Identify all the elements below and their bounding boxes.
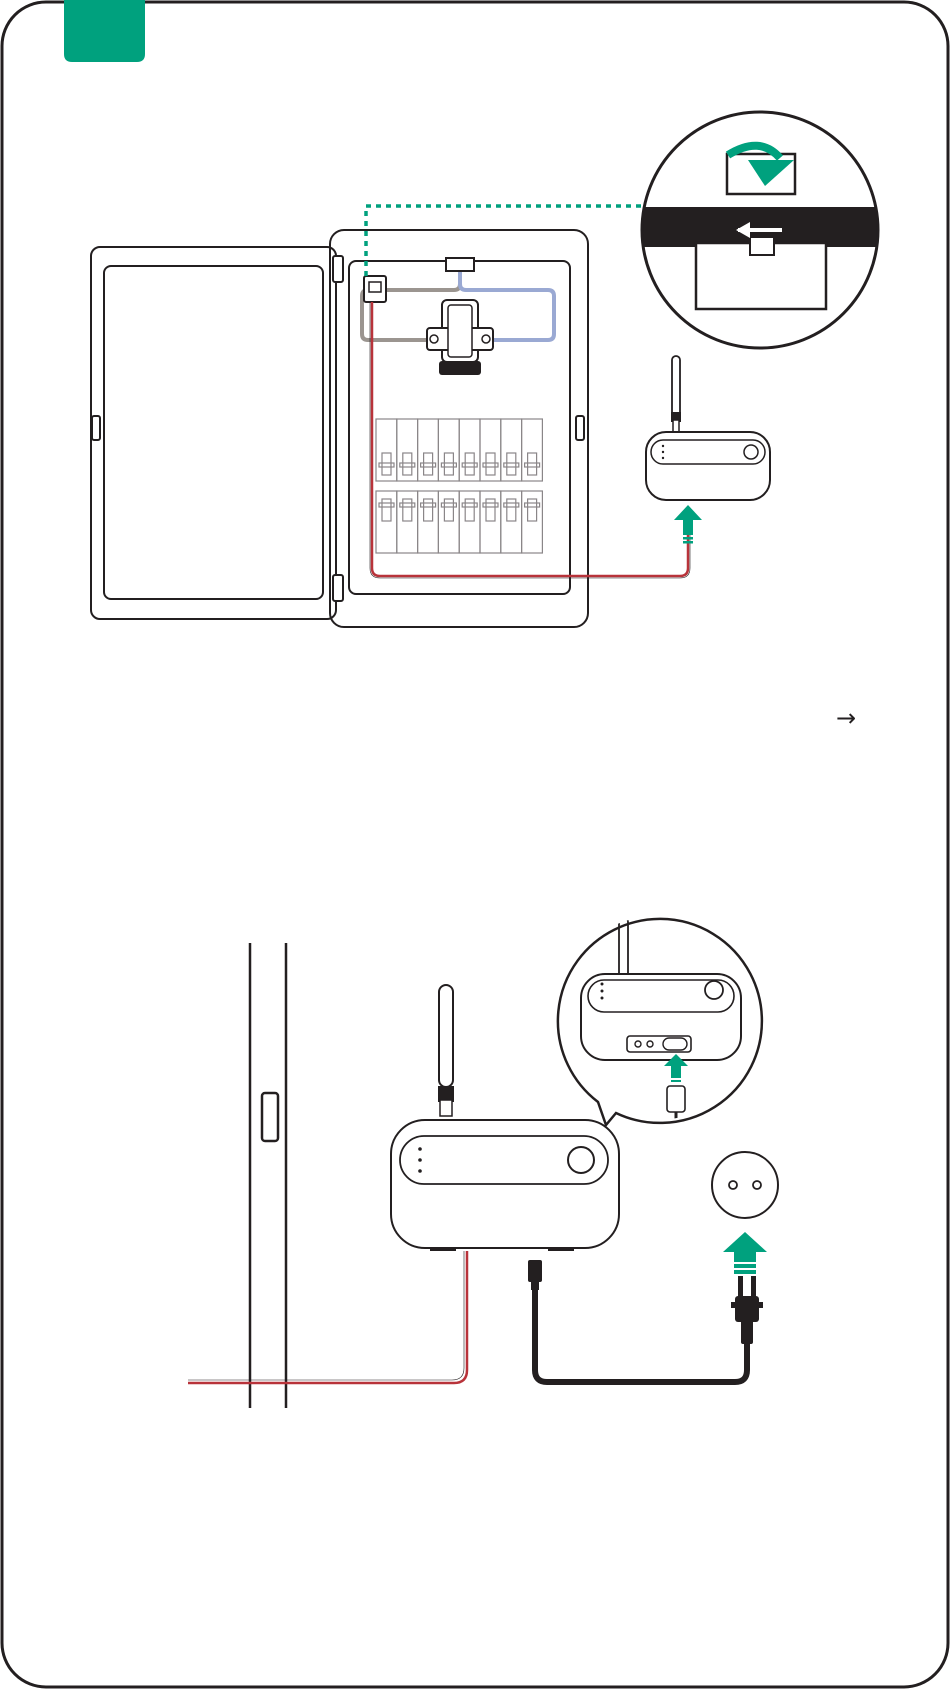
breaker-switch xyxy=(486,499,495,521)
breaker xyxy=(376,419,397,481)
breaker xyxy=(438,419,459,481)
signal-wire-panel xyxy=(372,302,688,576)
breaker xyxy=(397,491,418,553)
clamp-small xyxy=(364,276,386,302)
breaker xyxy=(501,491,522,553)
breaker-toggle xyxy=(462,463,477,467)
breaker-switch xyxy=(507,499,516,521)
wall-edge xyxy=(250,943,286,1408)
breaker-switch xyxy=(403,499,412,521)
antenna xyxy=(438,985,454,1116)
breaker-toggle xyxy=(400,463,415,467)
wall-outlet xyxy=(712,1152,778,1218)
breaker xyxy=(522,491,543,553)
next-arrow: → xyxy=(836,706,856,730)
breaker-toggle xyxy=(525,463,540,467)
breaker-switch xyxy=(444,453,453,475)
breaker xyxy=(522,419,543,481)
breaker-toggle xyxy=(462,503,477,507)
plug-arrow-icon xyxy=(674,505,702,544)
panel-door xyxy=(91,247,336,619)
callout-dashed-line xyxy=(366,206,643,276)
breaker xyxy=(418,491,439,553)
plug-arrow-icon xyxy=(723,1232,767,1274)
breaker xyxy=(459,419,480,481)
breaker-switch xyxy=(382,453,391,475)
breaker xyxy=(418,419,439,481)
power-cord xyxy=(528,1260,747,1382)
breaker-switch xyxy=(444,499,453,521)
breaker-switch xyxy=(465,499,474,521)
breaker-switch xyxy=(486,453,495,475)
breaker-switch xyxy=(528,453,537,475)
breaker-switch xyxy=(424,453,433,475)
zoom-callout-gateway-port xyxy=(558,918,762,1130)
breaker-toggle xyxy=(483,503,498,507)
step-badge xyxy=(64,0,145,62)
breaker-toggle xyxy=(379,503,394,507)
breaker-toggle xyxy=(441,503,456,507)
breaker-switch xyxy=(528,499,537,521)
breaker-toggle xyxy=(504,463,519,467)
breaker-switch xyxy=(424,499,433,521)
current-clamp-sensor xyxy=(427,300,493,375)
breaker xyxy=(480,419,501,481)
breaker xyxy=(397,419,418,481)
breaker xyxy=(480,491,501,553)
antenna xyxy=(671,356,681,432)
breaker-rows xyxy=(376,419,542,553)
breaker-switch xyxy=(465,453,474,475)
breaker xyxy=(438,491,459,553)
breaker-toggle xyxy=(441,463,456,467)
signal-wire-bottom xyxy=(188,1251,467,1383)
zoom-callout-clamp xyxy=(636,112,886,348)
breaker-switch xyxy=(507,453,516,475)
breaker-toggle xyxy=(400,503,415,507)
power-plug xyxy=(731,1276,763,1344)
breaker xyxy=(459,491,480,553)
breaker-toggle xyxy=(483,463,498,467)
breaker-toggle xyxy=(421,463,436,467)
breaker-switch xyxy=(403,453,412,475)
breaker-toggle xyxy=(525,503,540,507)
gateway-device xyxy=(646,356,770,500)
breaker-switch xyxy=(382,499,391,521)
breaker xyxy=(501,419,522,481)
breaker xyxy=(376,491,397,553)
breaker-toggle xyxy=(421,503,436,507)
breaker-toggle xyxy=(504,503,519,507)
breaker-toggle xyxy=(379,463,394,467)
